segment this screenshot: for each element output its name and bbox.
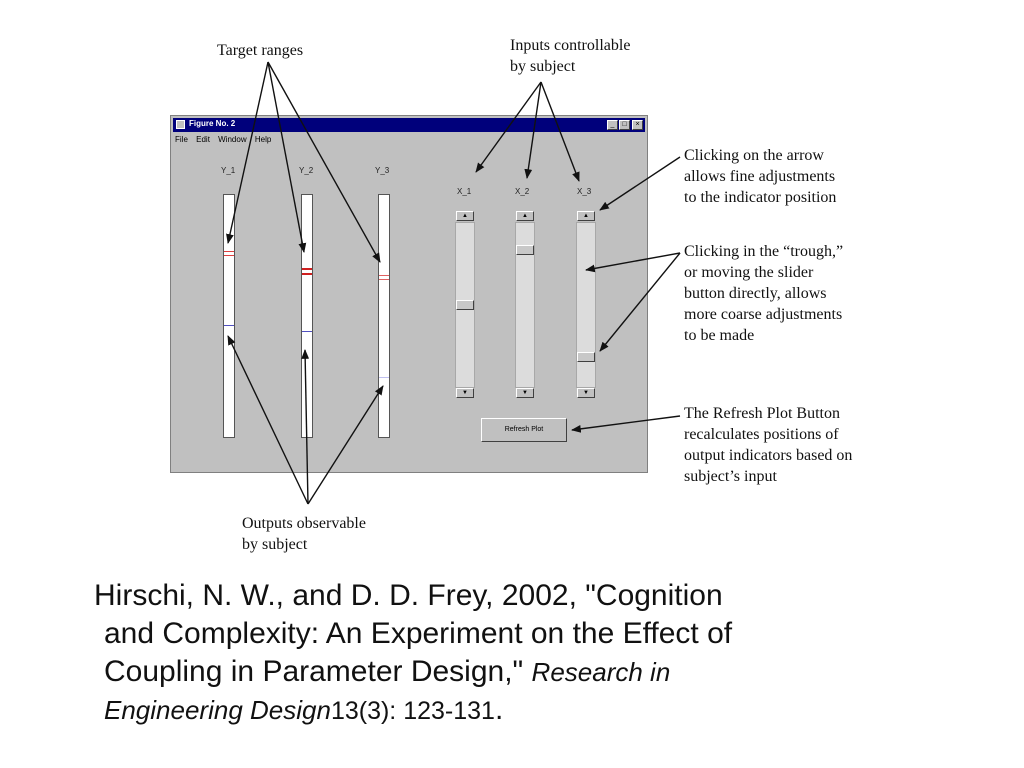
arrow-output-y2 bbox=[301, 349, 310, 505]
coarse-adjust-line: more coarse adjustments bbox=[684, 306, 843, 323]
citation-line: Hirschi, N. W., and D. D. Frey, 2002, "C… bbox=[94, 579, 723, 612]
output-label-y3: Y_3 bbox=[375, 166, 390, 175]
arrow-output-y3 bbox=[307, 385, 384, 505]
outputs-label: Outputs observable by subject bbox=[242, 513, 366, 555]
target-ranges-label: Target ranges bbox=[217, 42, 304, 59]
inputs-label: Inputs controllable by subject bbox=[510, 35, 630, 77]
citation: Hirschi, N. W., and D. D. Frey, 2002, "C… bbox=[92, 577, 992, 730]
slider-x2-up-arrow[interactable]: ▲ bbox=[516, 211, 534, 221]
target-range-marker bbox=[379, 275, 389, 276]
refresh-plot-label: The Refresh Plot Button recalculates pos… bbox=[684, 403, 852, 487]
target-range-marker bbox=[224, 255, 234, 256]
menu-help[interactable]: Help bbox=[254, 135, 272, 144]
citation-period: . bbox=[494, 693, 504, 726]
fine-adjust-line: Clicking on the arrow bbox=[684, 147, 824, 164]
citation-journal: Research in bbox=[531, 657, 671, 687]
output-indicator bbox=[224, 325, 234, 326]
window-title: Figure No. 2 bbox=[189, 119, 236, 128]
refresh-plot-line: subject’s input bbox=[684, 468, 777, 485]
coarse-adjust-line: or moving the slider bbox=[684, 264, 814, 281]
slider-x2-trough[interactable] bbox=[515, 222, 535, 388]
slider-x3-up-arrow[interactable]: ▲ bbox=[577, 211, 595, 221]
slider-x2-thumb[interactable] bbox=[516, 245, 534, 255]
output-label-y2: Y_2 bbox=[299, 166, 314, 175]
refresh-plot-line: recalculates positions of bbox=[684, 426, 839, 443]
coarse-adjust-line: Clicking in the “trough,” bbox=[684, 243, 844, 260]
arrow-target-y2 bbox=[267, 61, 307, 253]
input-label-x3: X_3 bbox=[577, 187, 592, 196]
menu-bar: File Edit Window Help bbox=[175, 135, 277, 147]
citation-line: Engineering Design13(3): 123-131. bbox=[92, 691, 992, 730]
citation-title-end: Coupling in Parameter Design," bbox=[104, 655, 524, 688]
refresh-plot-line: The Refresh Plot Button bbox=[684, 405, 840, 422]
slider-x1-up-arrow[interactable]: ▲ bbox=[456, 211, 474, 221]
slider-x1-down-arrow[interactable]: ▼ bbox=[456, 388, 474, 398]
menu-file[interactable]: File bbox=[175, 135, 188, 144]
inputs-label-line: Inputs controllable bbox=[510, 37, 631, 54]
arrow-output-y1 bbox=[227, 335, 309, 505]
inputs-label-line: by subject bbox=[510, 58, 576, 75]
fine-adjust-label: Clicking on the arrow allows fine adjust… bbox=[684, 145, 836, 208]
slider-x1-thumb[interactable] bbox=[456, 300, 474, 310]
coarse-adjust-line: to be made bbox=[684, 327, 755, 344]
refresh-plot-button[interactable]: Refresh Plot bbox=[481, 418, 567, 442]
arrow-input-x3 bbox=[540, 81, 580, 182]
arrow-fine-adjust bbox=[599, 156, 681, 211]
slider-x3-trough[interactable] bbox=[576, 222, 596, 388]
minimize-button[interactable]: _ bbox=[607, 120, 618, 130]
output-label-y1: Y_1 bbox=[221, 166, 236, 175]
slider-x1-trough[interactable] bbox=[455, 222, 475, 388]
coarse-adjust-label: Clicking in the “trough,” or moving the … bbox=[684, 241, 843, 346]
fine-adjust-line: allows fine adjustments bbox=[684, 168, 836, 185]
input-label-x2: X_2 bbox=[515, 187, 530, 196]
target-range-marker bbox=[302, 273, 312, 275]
arrow-target-y1 bbox=[226, 61, 269, 244]
menu-window[interactable]: Window bbox=[218, 135, 247, 144]
arrow-target-y3 bbox=[267, 61, 381, 263]
output-indicator bbox=[379, 377, 389, 378]
figure-window: Figure No. 2 _ □ × File Edit Window Help… bbox=[170, 115, 648, 473]
arrow-input-x2 bbox=[524, 81, 542, 179]
arrow-trough bbox=[585, 252, 681, 273]
arrow-slider-button bbox=[599, 252, 681, 352]
citation-line: Coupling in Parameter Design," Research … bbox=[92, 653, 992, 691]
citation-line: and Complexity: An Experiment on the Eff… bbox=[104, 617, 733, 650]
window-titlebar: Figure No. 2 _ □ × bbox=[173, 118, 645, 132]
target-range-marker bbox=[224, 251, 234, 252]
input-label-x1: X_1 bbox=[457, 187, 472, 196]
slider-x3-down-arrow[interactable]: ▼ bbox=[577, 388, 595, 398]
target-range-marker bbox=[379, 279, 389, 280]
output-indicator bbox=[302, 331, 312, 332]
output-bar-y3 bbox=[378, 194, 390, 438]
output-bar-y2 bbox=[301, 194, 313, 438]
maximize-button[interactable]: □ bbox=[619, 120, 630, 130]
app-icon bbox=[176, 120, 185, 129]
output-bar-y1 bbox=[223, 194, 235, 438]
arrow-refresh bbox=[571, 415, 681, 433]
arrow-input-x1 bbox=[475, 81, 542, 173]
outputs-label-line: Outputs observable bbox=[242, 515, 366, 532]
refresh-plot-line: output indicators based on bbox=[684, 447, 853, 464]
menu-edit[interactable]: Edit bbox=[196, 135, 210, 144]
close-button[interactable]: × bbox=[632, 120, 643, 130]
target-range-marker bbox=[302, 268, 312, 270]
fine-adjust-line: to the indicator position bbox=[684, 189, 837, 206]
slider-x3-thumb[interactable] bbox=[577, 352, 595, 362]
outputs-label-line: by subject bbox=[242, 536, 308, 553]
citation-journal: Engineering Design bbox=[104, 695, 331, 725]
coarse-adjust-line: button directly, allows bbox=[684, 285, 827, 302]
citation-volume: 13(3): 123-131 bbox=[330, 697, 495, 725]
slider-x2-down-arrow[interactable]: ▼ bbox=[516, 388, 534, 398]
